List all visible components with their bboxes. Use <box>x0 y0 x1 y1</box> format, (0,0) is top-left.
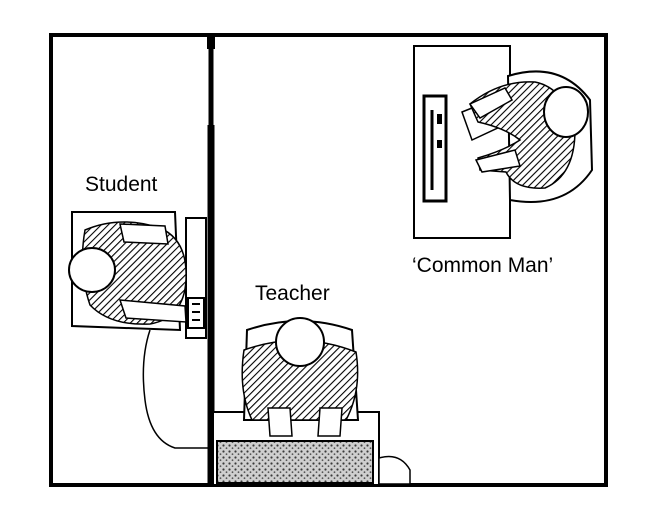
student-arm <box>118 299 187 323</box>
teacher-hand <box>317 407 343 437</box>
panel-knob <box>437 140 442 148</box>
common-man-label: ‘Common Man’ <box>412 254 554 277</box>
teacher-head <box>275 317 325 367</box>
electrode-cable <box>142 329 211 449</box>
student-arm <box>119 223 169 245</box>
common-man-arm <box>474 149 521 173</box>
student-figure <box>68 211 211 449</box>
shock-generator <box>216 440 374 484</box>
teacher-figure <box>212 317 411 486</box>
teacher-side-chair <box>378 455 411 485</box>
wall-top-post <box>207 35 215 49</box>
common-man-panel <box>422 94 448 203</box>
student-head <box>68 247 116 293</box>
student-label: Student <box>85 173 158 196</box>
teacher-hand <box>267 407 293 437</box>
common-man-arm <box>468 87 514 119</box>
panel-knob <box>437 114 442 124</box>
common-man-figure <box>413 45 594 239</box>
teacher-label: Teacher <box>255 282 330 305</box>
common-man-head <box>543 86 589 138</box>
